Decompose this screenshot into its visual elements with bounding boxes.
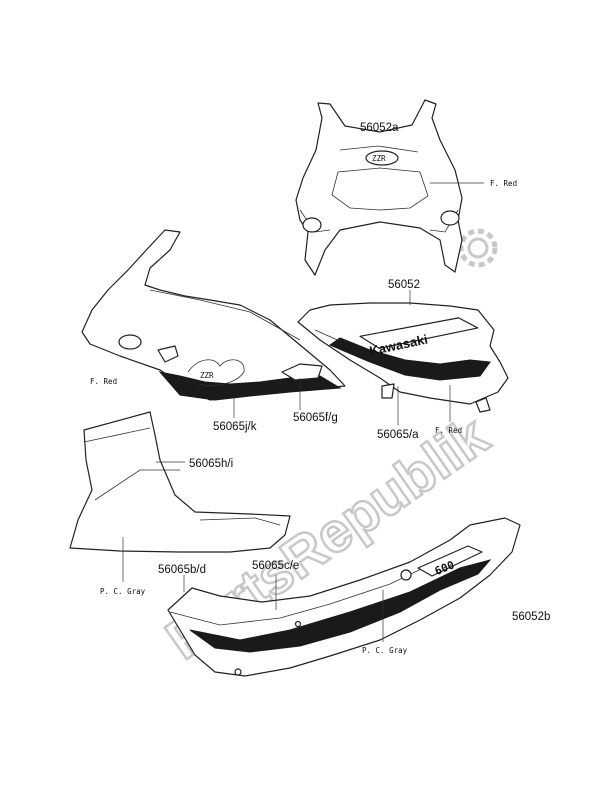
label-fairing-decal-right: 56065/a bbox=[377, 429, 419, 441]
tail-cover: 600 bbox=[167, 517, 521, 677]
cowl-model-logo: ZZR bbox=[372, 154, 386, 163]
label-tail-decal-a: 56065b/d bbox=[158, 564, 206, 576]
left-fairing: ZZR bbox=[81, 229, 346, 401]
label-lower-cowl-decal: 56065h/i bbox=[189, 458, 233, 470]
color-f-red-left: F. Red bbox=[90, 377, 117, 386]
gear-icon bbox=[458, 228, 498, 268]
color-pc-gray-right: P. C. Gray bbox=[362, 646, 408, 655]
upper-cowl: ZZR bbox=[295, 99, 463, 276]
lower-cowl bbox=[69, 411, 291, 553]
label-upper-cowl-decal: 56052a bbox=[360, 122, 399, 134]
label-fairing-decal-left-b: 56065f/g bbox=[293, 412, 338, 424]
fairing-model-logo: ZZR bbox=[200, 371, 214, 380]
label-tail-decal-b: 56065c/e bbox=[252, 560, 299, 572]
color-f-red-right: F. Red bbox=[435, 426, 462, 435]
label-side-cowl-decal: 56052 bbox=[388, 279, 420, 291]
label-fairing-decal-left-a: 56065j/k bbox=[213, 421, 257, 433]
right-fairing: Kawasaki bbox=[297, 302, 509, 413]
color-pc-gray-left: P. C. Gray bbox=[100, 587, 146, 596]
color-f-red-top: F. Red bbox=[490, 179, 517, 188]
label-tail-cover-decal: 56052b bbox=[512, 611, 550, 623]
